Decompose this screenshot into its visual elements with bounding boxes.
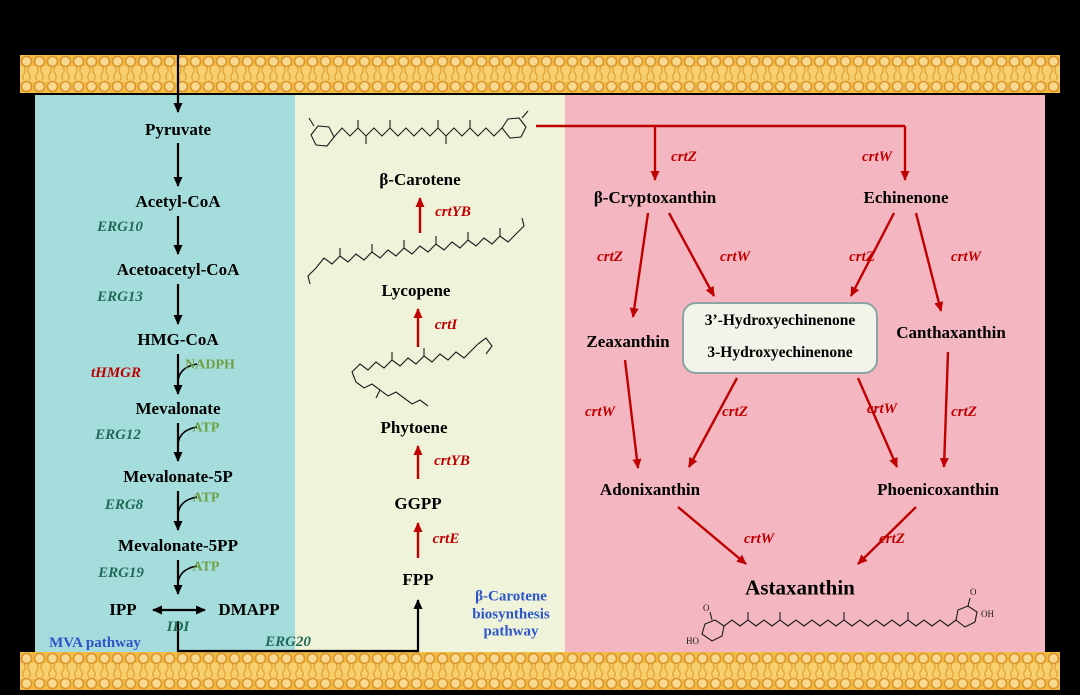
gene-crtz: crtZ (951, 404, 977, 421)
cofactor-atp: ATP (192, 559, 220, 575)
lipid-bilayer-membrane-bottom (20, 652, 1060, 690)
node-phoenicoxanthin: Phoenicoxanthin (877, 479, 999, 499)
gene-crte: crtE (432, 531, 460, 548)
enzyme-erg19: ERG19 (98, 565, 144, 582)
mva-pathway-panel (35, 95, 295, 652)
enzyme-idi: IDI (166, 619, 190, 636)
gene-crtz: crtZ (671, 149, 697, 166)
mva-pathway-label: MVA pathway (49, 635, 141, 652)
gene-crtw: crtW (585, 404, 615, 421)
carotene-pathway-label: β-Carotene biosynthesis pathway (472, 588, 550, 640)
enzyme-erg10: ERG10 (97, 219, 143, 236)
enzyme-erg12: ERG12 (95, 427, 141, 444)
gene-crtyb: crtYB (435, 204, 471, 221)
enzyme-erg13: ERG13 (97, 289, 143, 306)
node-acetyl-coa: Acetyl-CoA (135, 191, 221, 211)
enzyme-erg8: ERG8 (104, 497, 144, 514)
node-beta-cryptoxanthin: β-Cryptoxanthin (593, 187, 717, 207)
enzyme-thmgr: tHMGR (90, 365, 142, 382)
node-hmg-coa: HMG-CoA (137, 329, 219, 349)
cofactor-atp: ATP (192, 490, 220, 506)
cofactor-nadph: NADPH (185, 357, 235, 373)
node-acetoacetyl-coa: Acetoacetyl-CoA (116, 259, 240, 279)
node-mevalonate-5pp: Mevalonate-5PP (118, 535, 238, 555)
node-lycopene: Lycopene (381, 280, 451, 300)
gene-crtw: crtW (744, 531, 774, 548)
gene-crtyb: crtYB (434, 453, 470, 470)
node-3prime-hydroxyechinenone: 3’-Hydroxyechinenone (704, 311, 856, 329)
gene-crtz: crtZ (849, 249, 875, 266)
node-dmapp: DMAPP (218, 599, 280, 619)
enzyme-erg20: ERG20 (265, 634, 311, 651)
node-pyruvate: Pyruvate (144, 119, 212, 139)
node-3-hydroxyechinenone: 3-Hydroxyechinenone (707, 343, 853, 361)
node-astaxanthin: Astaxanthin (745, 575, 855, 600)
node-mevalonate: Mevalonate (135, 398, 221, 418)
cofactor-atp: ATP (192, 420, 220, 436)
gene-crti: crtI (434, 317, 458, 334)
node-ggpp: GGPP (394, 493, 442, 513)
lipid-bilayer-membrane-top (20, 55, 1060, 93)
node-zeaxanthin: Zeaxanthin (586, 331, 670, 351)
node-adonixanthin: Adonixanthin (599, 479, 701, 499)
node-echinenone: Echinenone (863, 187, 949, 207)
gene-crtz: crtZ (597, 249, 623, 266)
node-fpp: FPP (402, 569, 434, 589)
gene-crtw: crtW (862, 149, 892, 166)
gene-crtz: crtZ (879, 531, 905, 548)
xanthophyll-pathway-panel (565, 95, 1045, 652)
node-mevalonate-5p: Mevalonate-5P (123, 466, 233, 486)
node-ipp: IPP (109, 599, 137, 619)
gene-crtw: crtW (720, 249, 750, 266)
gene-crtw: crtW (867, 401, 897, 418)
beta-carotene-pathway-panel (295, 95, 565, 652)
node-beta-carotene: β-Carotene (379, 169, 461, 189)
gene-crtz: crtZ (722, 404, 748, 421)
node-phytoene: Phytoene (380, 417, 448, 437)
node-canthaxanthin: Canthaxanthin (896, 322, 1006, 342)
gene-crtw: crtW (951, 249, 981, 266)
